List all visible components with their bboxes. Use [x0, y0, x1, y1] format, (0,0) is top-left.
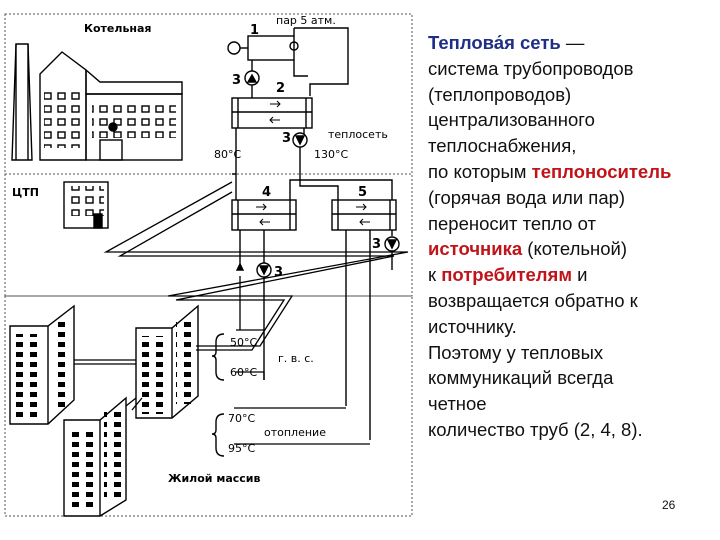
lower-pumps [235, 236, 400, 380]
label-heat-network: теплосеть [328, 128, 388, 141]
boiler-unit-1 [227, 27, 349, 96]
text-line-7: переносит тепло от [428, 212, 596, 234]
flow-arrows [256, 100, 370, 226]
text-line-9-post: и [572, 264, 588, 286]
text-line-10: возвращается обратно к [428, 289, 638, 311]
term-consumers: потребителям [441, 264, 573, 286]
boiler-pump-and-exchanger [231, 60, 313, 175]
zone-label-residential: Жилой массив [168, 472, 260, 485]
text-line-9-pre: к [428, 264, 442, 286]
text-line-13: коммуникаций всегда [428, 367, 614, 389]
term-heat-network: Теплова́я сеть [428, 32, 561, 53]
label-temp-95: 95°C [228, 442, 255, 455]
label-unit-5: 5 [358, 185, 367, 200]
label-temp-50: 50°C [230, 336, 257, 349]
text-line-4: теплоснабжения, [428, 135, 577, 157]
label-steam: пар 5 атм. [276, 14, 336, 27]
definition-text: Теплова́я сеть — система трубопроводов (… [428, 30, 718, 443]
label-pump-3-mid: 3 [282, 131, 291, 146]
text-line-11: источнику. [428, 315, 517, 337]
consumer-pipes [234, 276, 370, 445]
label-temp-60: 60°C [230, 366, 257, 379]
text-line-8: (котельной) [522, 238, 628, 260]
chimney [11, 43, 33, 161]
label-temp-70: 70°C [228, 412, 255, 425]
label-pump-3-top: 3 [232, 73, 241, 88]
distribution-pipes [74, 181, 409, 411]
ctp-building [63, 181, 109, 229]
label-pump-3-right: 3 [372, 237, 381, 252]
text-line-5: по которым [428, 160, 532, 182]
text-line-12: Поэтому у тепловых [428, 341, 604, 363]
residential-buildings [9, 304, 199, 517]
label-pump-3-low: 3 [274, 265, 283, 280]
term-heat-carrier: теплоноситель [531, 160, 672, 182]
label-unit-1: 1 [250, 23, 259, 38]
text-line-14: четное [428, 393, 487, 415]
dash: — [565, 32, 585, 53]
text-line-15: количество труб (2, 4, 8). [428, 418, 643, 440]
zone-label-ctp: ЦТП [12, 186, 39, 199]
text-line-6: (горячая вода или пар) [428, 186, 626, 208]
page-number: 26 [662, 498, 676, 512]
label-temp-80: 80°C [214, 148, 241, 161]
label-temp-130: 130°C [314, 148, 348, 161]
term-source: источника [428, 238, 523, 260]
label-unit-2: 2 [276, 81, 285, 96]
label-hot-water: г. в. с. [278, 352, 314, 365]
braces [211, 333, 225, 457]
text-line-1: система трубопроводов [428, 57, 634, 79]
label-unit-4: 4 [262, 185, 271, 200]
exchangers-4-5 [231, 174, 397, 440]
text-line-2: (теплопроводов) [428, 83, 572, 105]
zone-label-boiler: Котельная [84, 22, 151, 35]
text-line-3: централизованного [428, 109, 595, 131]
label-heating: отопление [264, 426, 326, 439]
boiler-house [39, 51, 183, 161]
